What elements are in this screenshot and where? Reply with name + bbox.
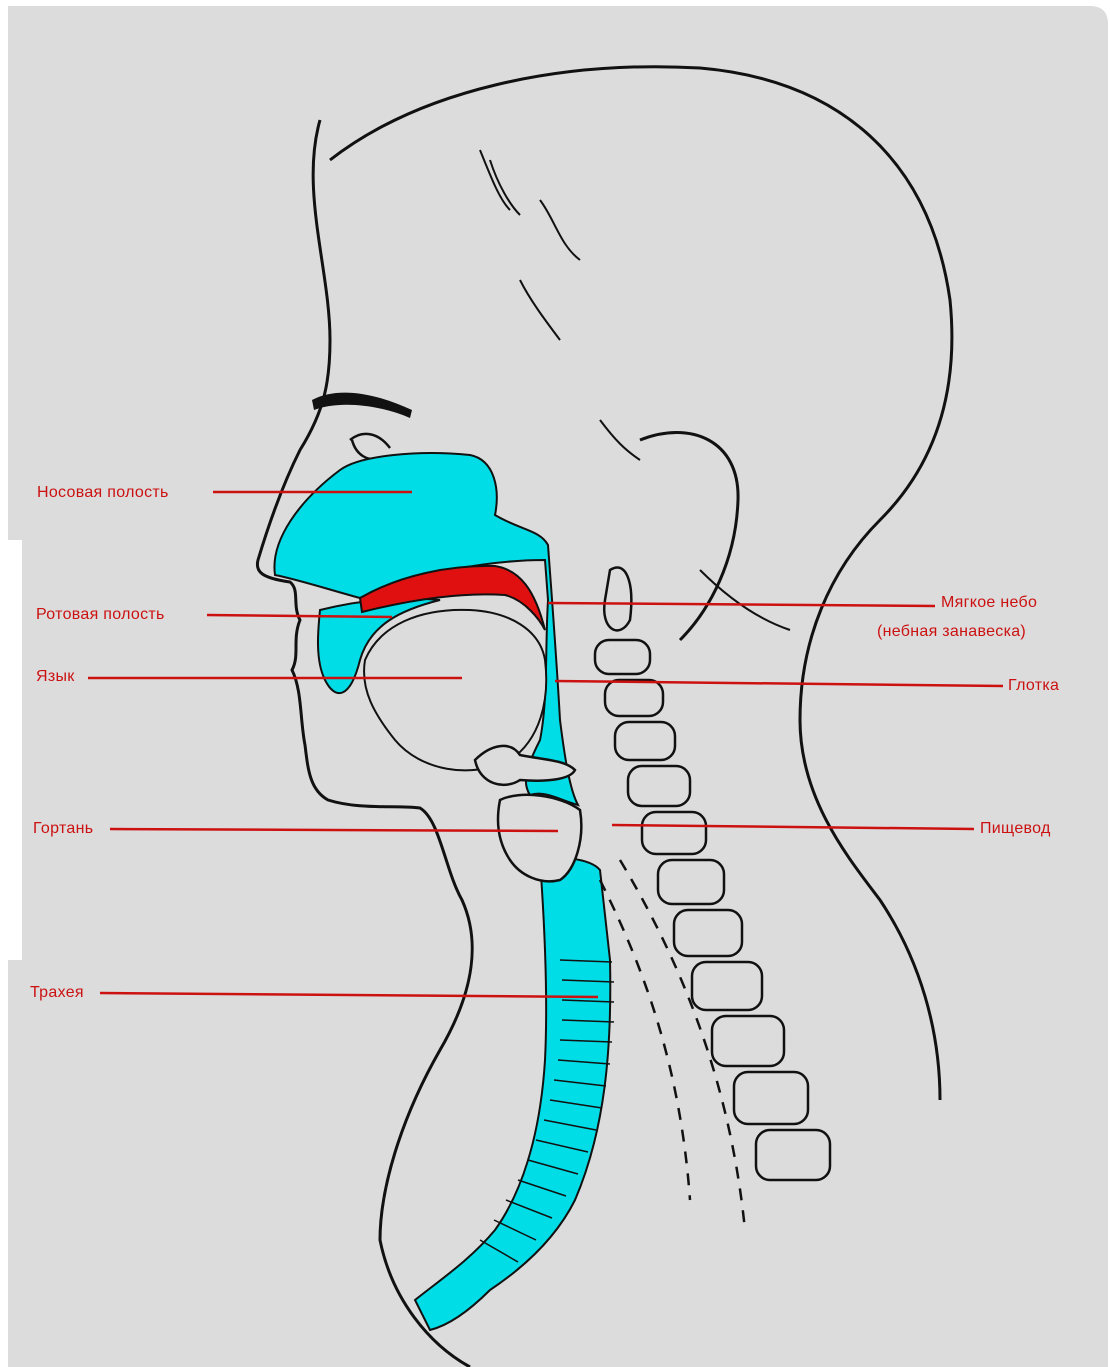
label-pharynx: Глотка: [1008, 677, 1059, 695]
label-soft-palate-alt: (небная занавеска): [877, 623, 1026, 641]
label-larynx: Гортань: [33, 820, 93, 838]
label-soft-palate: Мягкое небо: [941, 594, 1037, 612]
label-trachea: Трахея: [30, 984, 84, 1002]
label-tongue: Язык: [36, 668, 75, 686]
label-esophagus: Пищевод: [980, 820, 1051, 838]
label-nasal-cavity: Носовая полость: [37, 484, 169, 502]
label-oral-cavity: Ротовая полость: [36, 606, 165, 624]
